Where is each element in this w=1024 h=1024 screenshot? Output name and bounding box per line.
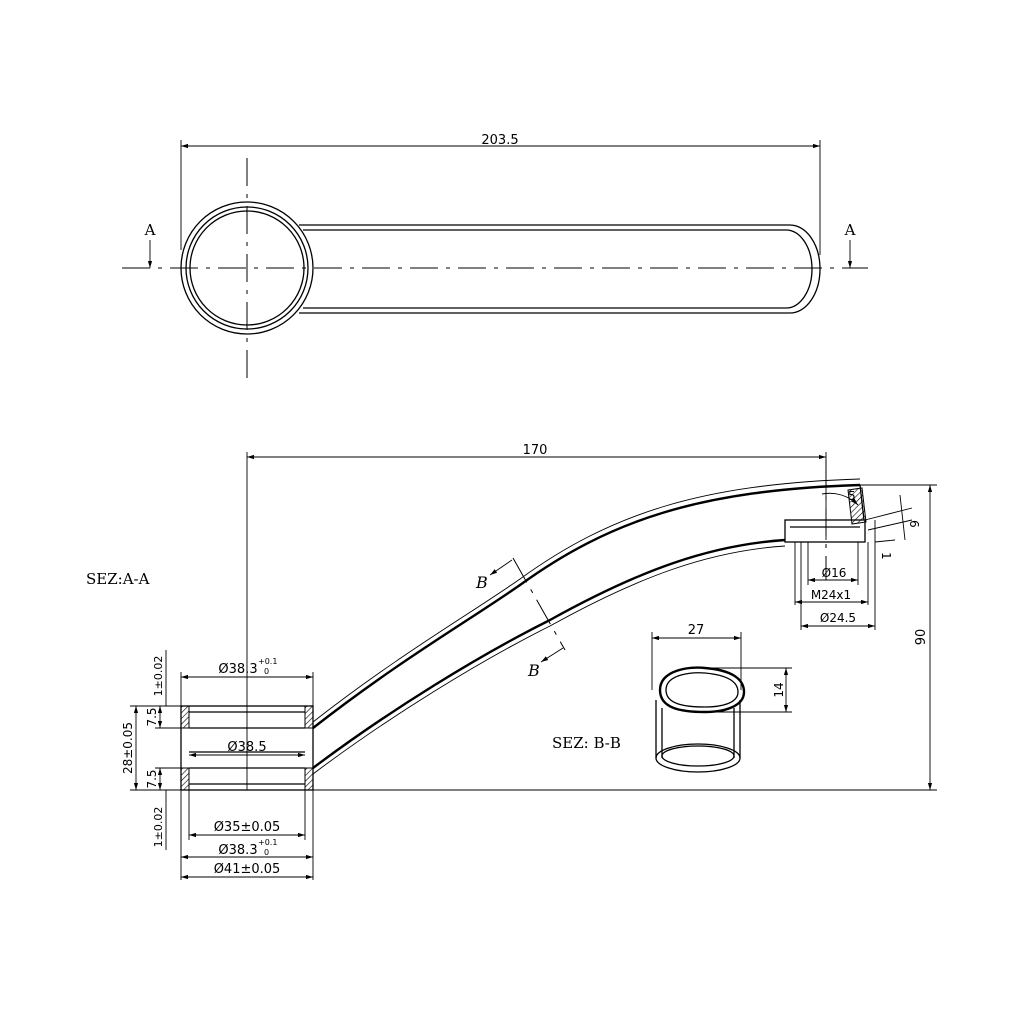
cut-b-arrow-upper xyxy=(489,559,513,576)
dim-1: 1 xyxy=(879,552,893,560)
bb-outer-profile xyxy=(658,666,746,714)
base-outline xyxy=(180,705,314,791)
section-bb-title: SEZ: B-B xyxy=(552,734,621,752)
arm-upper-wall xyxy=(312,483,861,729)
cut-b-lower: B xyxy=(527,661,540,680)
dim-7-5-top: 7.5 xyxy=(145,707,159,726)
base-ring xyxy=(180,705,314,791)
arm-lower-wall-inner xyxy=(312,545,786,775)
dim-m24: M24x1 xyxy=(811,588,851,602)
bb-bottom-outer xyxy=(655,743,741,773)
ext-6-bottom xyxy=(867,519,913,531)
dim-angle-5: 5 xyxy=(848,489,856,503)
dim-38-3-top: Ø38.3 xyxy=(218,662,257,677)
dim-24-5: Ø24.5 xyxy=(820,611,856,625)
dim-6: 6 xyxy=(907,520,921,528)
section-a-right: A xyxy=(844,221,856,239)
dim-line-6 xyxy=(899,494,906,541)
tol-bottom-upper: +0.1 xyxy=(258,838,277,847)
nozzle-body xyxy=(784,519,866,543)
arm-lower-wall xyxy=(312,538,786,769)
dim-41: Ø41±0.05 xyxy=(214,862,281,877)
tol-bottom-lower: 0 xyxy=(264,848,269,857)
dim-170: 170 xyxy=(523,443,548,458)
top-view: 203.5 A A xyxy=(122,133,868,378)
angle-arc xyxy=(821,492,859,506)
cut-b-arrow-lower xyxy=(540,647,564,663)
dim-38-3-bottom: Ø38.3 xyxy=(218,843,257,858)
tip-hatch xyxy=(847,487,867,525)
dim-14: 14 xyxy=(772,682,786,697)
bb-inner-profile xyxy=(665,672,739,708)
tol-top-upper: +0.1 xyxy=(258,657,277,666)
dim-thk-bottom: 1±0.02 xyxy=(152,807,165,848)
hatch-top-right xyxy=(304,705,314,729)
arm-inner-outline xyxy=(303,229,813,309)
hatch-bottom-left xyxy=(180,767,190,791)
dim-7-5-bottom: 7.5 xyxy=(145,769,159,788)
dim-28: 28±0.05 xyxy=(121,722,135,774)
ext-6-top xyxy=(864,507,913,521)
section-bb: SEZ: B-B 27 14 xyxy=(552,623,792,773)
section-aa-title: SEZ:A-A xyxy=(86,570,150,588)
hatch-bottom-right xyxy=(304,767,314,791)
dim-90: 90 xyxy=(914,629,929,646)
spout-tip xyxy=(784,484,867,543)
dim-203-5: 203.5 xyxy=(481,133,518,148)
leader-1 xyxy=(874,539,896,543)
dim-thk-top: 1±0.02 xyxy=(152,656,165,697)
section-a-left: A xyxy=(144,221,156,239)
bb-bottom-inner xyxy=(661,745,735,767)
section-aa: SEZ:A-A 170 90 Ø38.3 +0.1 0 xyxy=(86,443,937,880)
cut-b-line xyxy=(512,557,566,651)
arm-upper-wall-inner xyxy=(312,478,861,723)
dim-27: 27 xyxy=(688,623,705,638)
dim-35: Ø35±0.05 xyxy=(214,820,281,835)
arm-outer-outline xyxy=(299,224,821,314)
dim-38-5: Ø38.5 xyxy=(227,740,266,755)
cut-b-upper: B xyxy=(475,573,488,592)
hatch-top-left xyxy=(180,705,190,729)
dim-16: Ø16 xyxy=(822,566,847,580)
tol-top-lower: 0 xyxy=(264,667,269,676)
